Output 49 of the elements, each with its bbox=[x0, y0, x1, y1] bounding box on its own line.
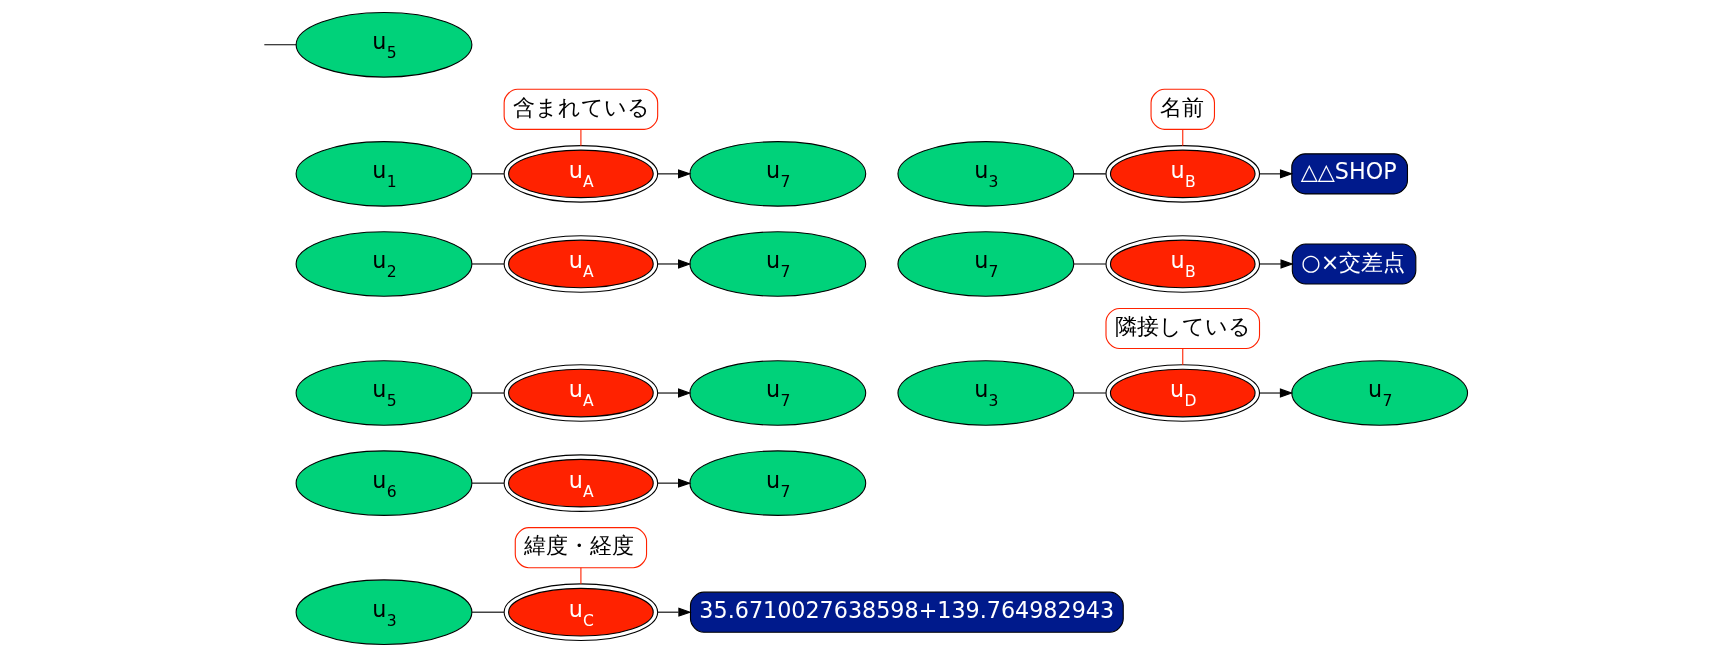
node-ellipse: u$_{3}$ bbox=[896, 360, 1074, 426]
node-ellipse: u$_{3}$ bbox=[295, 579, 472, 645]
node-ellipse: u$_{7}$ bbox=[896, 231, 1074, 297]
node-ellipse: u$_{C}$ bbox=[503, 583, 658, 642]
node-ellipse: u$_{B}$ bbox=[1104, 235, 1260, 293]
node-ellipse: u$_{7}$ bbox=[688, 360, 866, 426]
connector bbox=[471, 611, 504, 613]
arrow bbox=[656, 169, 691, 179]
node-ellipse: u$_{A}$ bbox=[503, 364, 658, 422]
node-ellipse: u$_{A}$ bbox=[503, 235, 658, 293]
arrow bbox=[656, 259, 691, 269]
connector bbox=[579, 128, 581, 147]
node-ellipse: u$_{1}$ bbox=[295, 141, 472, 207]
node-box: 隣接している bbox=[1104, 307, 1260, 350]
node-ellipse: u$_{7}$ bbox=[688, 231, 866, 297]
node-ellipse: u$_{7}$ bbox=[688, 450, 866, 516]
connector bbox=[579, 567, 581, 585]
arrow bbox=[1258, 169, 1293, 179]
connector bbox=[471, 392, 504, 394]
arrow bbox=[656, 607, 692, 617]
node-box: ○×交差点 bbox=[1291, 243, 1416, 285]
node-box: 名前 bbox=[1150, 88, 1215, 130]
node-box: △△SHOP bbox=[1290, 153, 1408, 195]
arrow bbox=[656, 478, 691, 488]
connector bbox=[471, 263, 504, 265]
arrow bbox=[1258, 259, 1294, 269]
node-box: 含まれている bbox=[503, 88, 658, 130]
connector bbox=[471, 173, 504, 175]
arrow bbox=[656, 388, 691, 398]
node-box: 35.6710027638598+139.764982943 bbox=[689, 591, 1124, 633]
node-ellipse: u$_{6}$ bbox=[295, 450, 472, 516]
node-ellipse: u$_{7}$ bbox=[688, 141, 866, 207]
node-ellipse: u$_{3}$ bbox=[896, 141, 1074, 207]
connector bbox=[1072, 392, 1106, 394]
node-ellipse: u$_{5}$ bbox=[295, 12, 472, 78]
node-ellipse: u$_{5}$ bbox=[295, 360, 472, 426]
connector bbox=[1072, 173, 1106, 175]
node-ellipse: u$_{A}$ bbox=[503, 454, 658, 512]
arrow bbox=[1258, 388, 1293, 398]
connector bbox=[1181, 128, 1183, 147]
connector bbox=[263, 44, 297, 46]
connector bbox=[471, 482, 504, 484]
node-ellipse: u$_{7}$ bbox=[1290, 360, 1468, 426]
node-ellipse: u$_{B}$ bbox=[1104, 145, 1260, 203]
node-ellipse: u$_{2}$ bbox=[295, 231, 472, 297]
node-ellipse: u$_{A}$ bbox=[503, 145, 658, 203]
node-box: 緯度・経度 bbox=[514, 527, 647, 569]
node-ellipse: u$_{D}$ bbox=[1104, 364, 1260, 422]
connector bbox=[1072, 263, 1106, 265]
